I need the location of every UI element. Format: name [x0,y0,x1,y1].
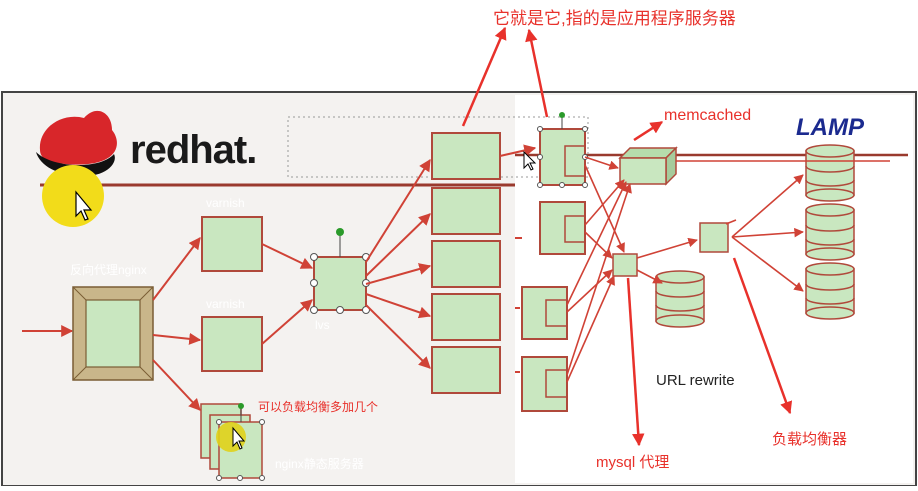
db-cylinder-center [655,270,705,328]
reverse-proxy-node [72,286,154,381]
nginx-static-label: nginx静态服务器 [275,457,364,471]
db-cylinder-3 [805,262,855,320]
cursor-icon [75,190,93,221]
reverse-proxy-label: 反向代理nginx [70,263,147,277]
varnish-top-label: varnish [206,196,245,210]
annotation-arrows [461,26,793,447]
top-annotation-label: 它就是它,指的是应用程序服务器 [493,9,736,28]
url-rewrite-label: URL rewrite [656,372,735,389]
app-server-column [431,132,501,394]
redhat-logo-text: redhat. [130,128,257,172]
varnish-node-bottom [201,316,263,372]
lvs-label: lvs [315,318,330,332]
lvs-node [310,228,370,314]
cursor-highlight [42,165,104,227]
right-app-inner [545,145,586,398]
varnish-bottom-label: varnish [206,297,245,311]
memcached-node [618,146,678,186]
varnish-node-top [201,216,263,272]
lamp-label: LAMP [796,114,864,141]
mysql-proxy-label: mysql 代理 [596,454,670,471]
selection-handles [523,112,588,188]
db-cylinder-2 [805,203,855,261]
load-balancer-label: 负载均衡器 [772,431,848,448]
redhat-logo [36,110,117,176]
edge-markers [515,237,522,373]
url-rewrite-node [699,222,729,253]
nginx-static-node [200,403,265,481]
left-arrows [152,144,537,411]
right-arrows [566,156,890,383]
memcached-label: memcached [664,107,752,124]
mysql-proxy-node [612,253,638,277]
db-cylinder-1 [805,144,855,202]
multi-lb-note: 可以负载均衡多加几个 [258,400,379,414]
right-app-nodes [521,128,586,412]
